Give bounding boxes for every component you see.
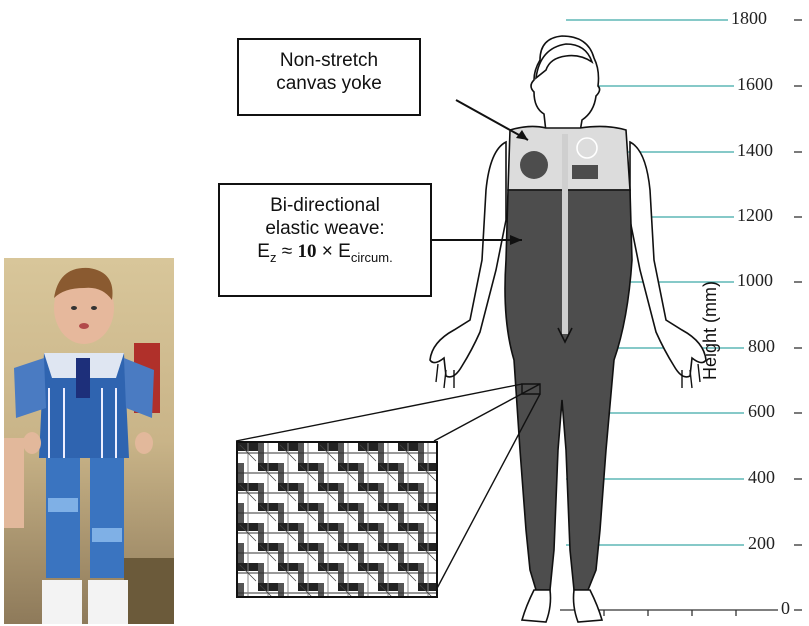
callout-weave-formula: Ez ≈ 10 × Ecircum. — [220, 241, 430, 265]
callout-yoke: Non-stretch canvas yoke — [237, 38, 421, 116]
callout-weave-line1: Bi-directional — [220, 195, 430, 218]
callout-weave-line2: elastic weave: — [220, 218, 430, 241]
callout-weave: Bi-directional elastic weave: Ez ≈ 10 × … — [218, 183, 432, 297]
weave-texture — [238, 443, 436, 596]
callout-yoke-line2: canvas yoke — [239, 73, 419, 96]
weave-detail-inset — [236, 441, 438, 598]
callout-yoke-line1: Non-stretch — [239, 50, 419, 73]
